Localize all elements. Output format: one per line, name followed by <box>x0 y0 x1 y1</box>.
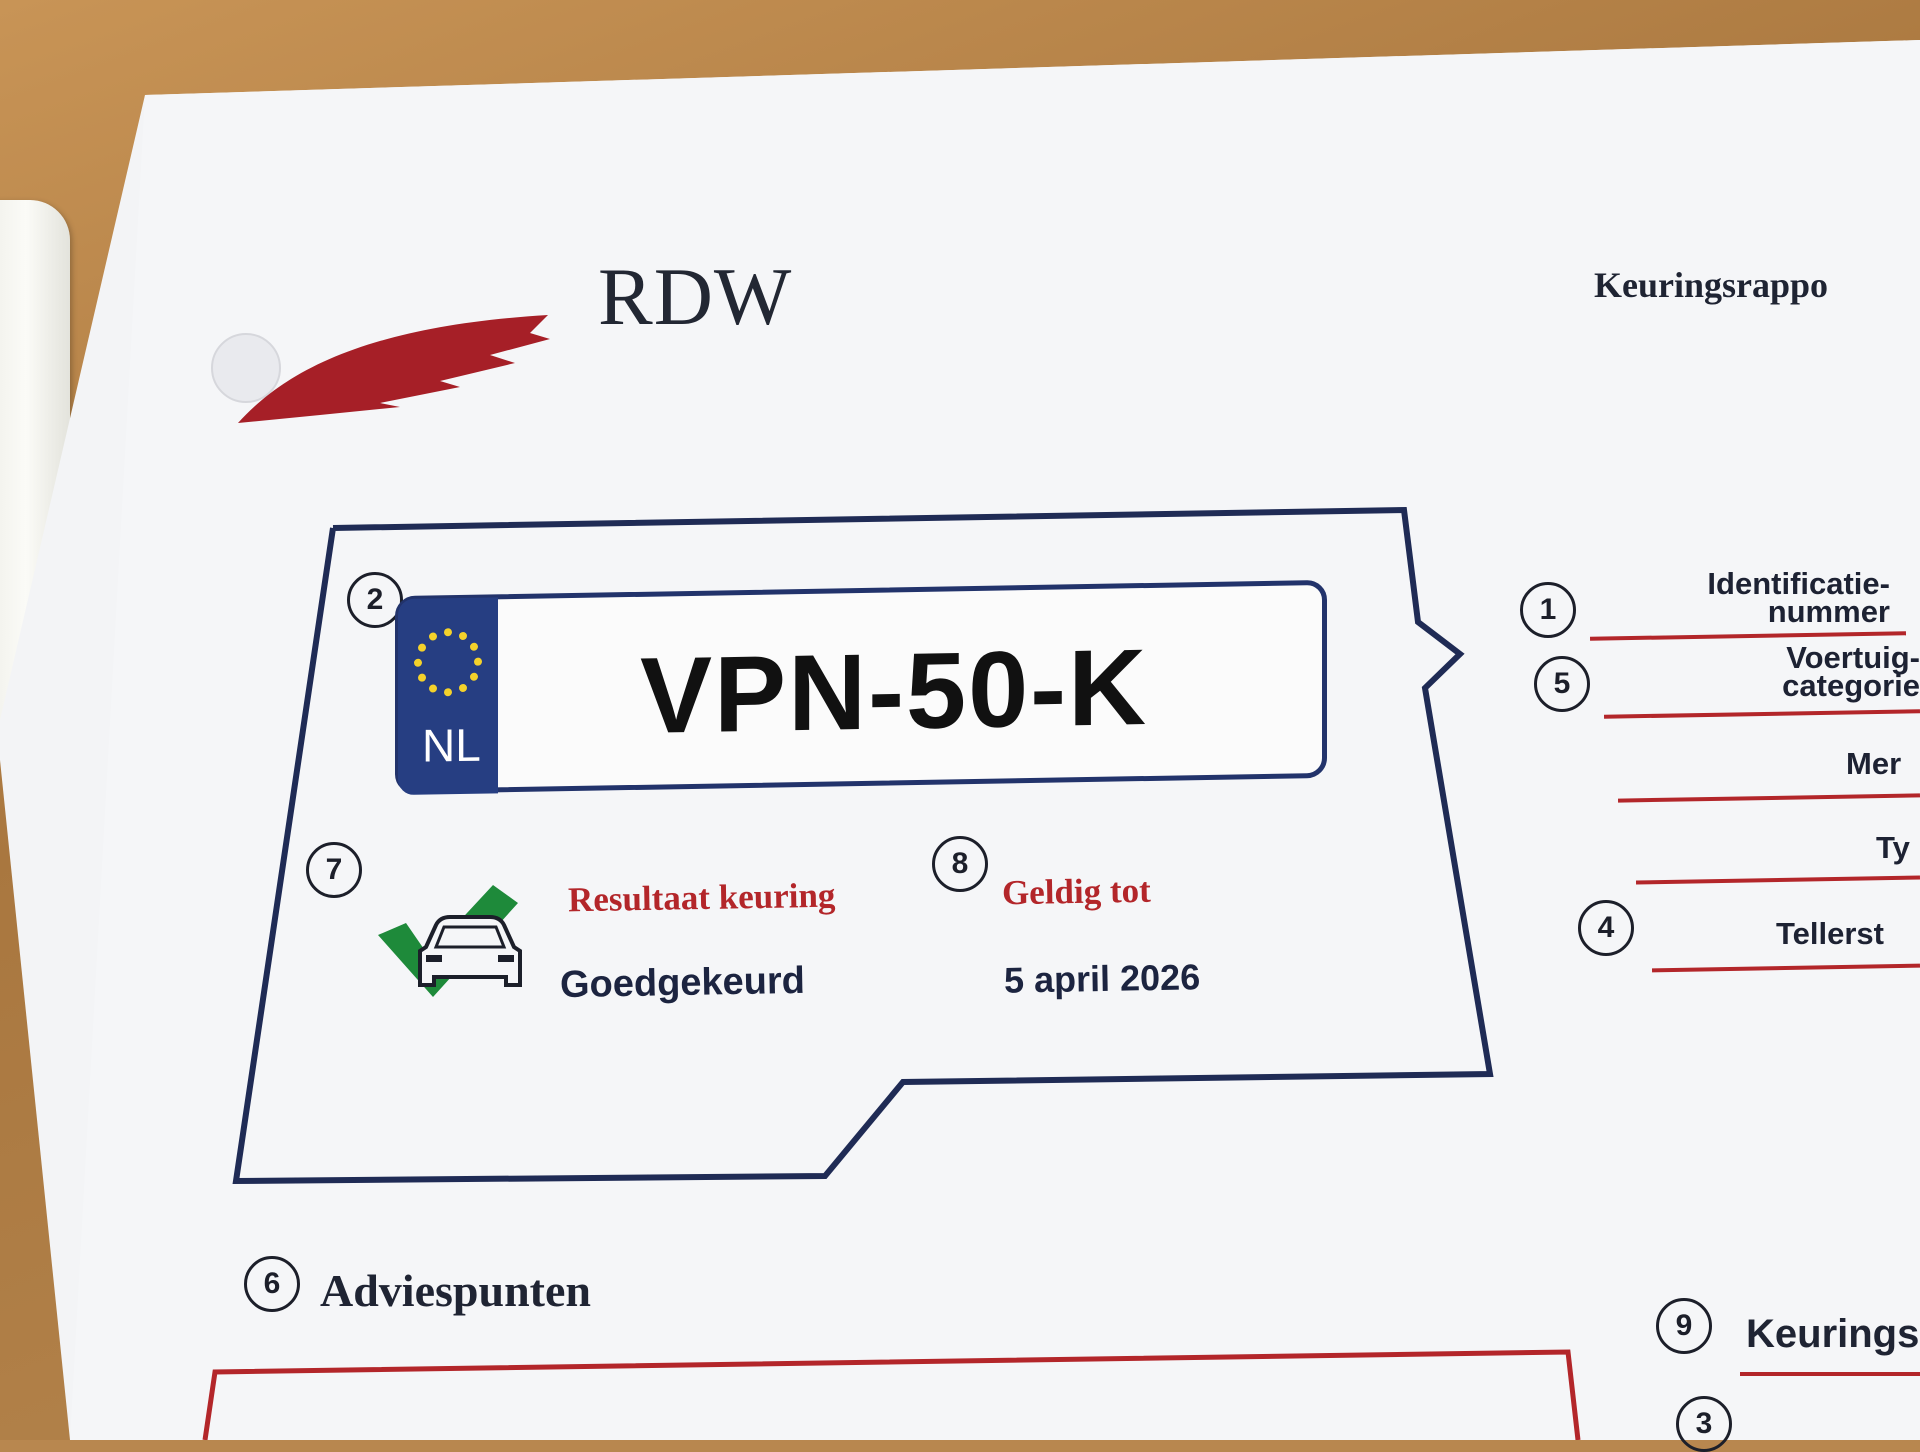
valid-until-label: Geldig tot <box>1001 870 1152 913</box>
registration-number: VPN-50-K <box>640 625 1149 756</box>
result-value: Goedgekeurd <box>559 959 806 1007</box>
inspection-frame <box>232 506 1494 1185</box>
number-badge-3: 3 <box>1676 1396 1732 1452</box>
merk-label: Mer <box>1846 746 1902 781</box>
tellerstand-label: Tellerst <box>1776 916 1884 951</box>
voertuig-label-line1: Voertuig- <box>1786 640 1920 675</box>
identificatie-label-line2: nummer <box>1767 594 1890 629</box>
number-badge-5: 5 <box>1534 656 1590 712</box>
adviespunten-box <box>202 1349 1581 1440</box>
number-badge-4: 4 <box>1578 900 1634 956</box>
type-label: Ty <box>1876 830 1910 865</box>
punch-hole <box>211 333 281 403</box>
brand-name: RDW <box>598 251 793 342</box>
number-badge-9: 9 <box>1656 1298 1712 1354</box>
number-badge-8: 8 <box>932 836 988 892</box>
identificatie-label-line1: Identificatie- <box>1707 566 1890 601</box>
keurings-field-line[interactable] <box>1740 1372 1920 1376</box>
result-label: Resultaat keuring <box>567 875 836 920</box>
report-title: Keuringsrappo <box>1594 265 1829 305</box>
number-badge-6: 6 <box>244 1256 300 1312</box>
voertuig-label-line2: categorie <box>1782 668 1920 703</box>
keurings-heading: Keurings <box>1746 1312 1920 1356</box>
license-plate: NL VPN-50-K <box>395 579 1327 796</box>
car-checkmark-icon <box>378 885 522 997</box>
eu-band: NL <box>398 597 498 796</box>
valid-until-value: 5 april 2026 <box>1003 956 1201 1001</box>
eu-stars-icon <box>414 628 482 697</box>
identificatie-label: Identificatie- nummer <box>1660 566 1890 629</box>
country-code: NL <box>422 718 481 772</box>
number-badge-7: 7 <box>306 842 362 898</box>
voertuigcategorie-label: Voertuig- categorie <box>1700 640 1920 703</box>
rdw-logo-icon <box>238 315 550 423</box>
adviespunten-heading: Adviespunten <box>320 1265 591 1316</box>
number-badge-1: 1 <box>1520 582 1576 638</box>
